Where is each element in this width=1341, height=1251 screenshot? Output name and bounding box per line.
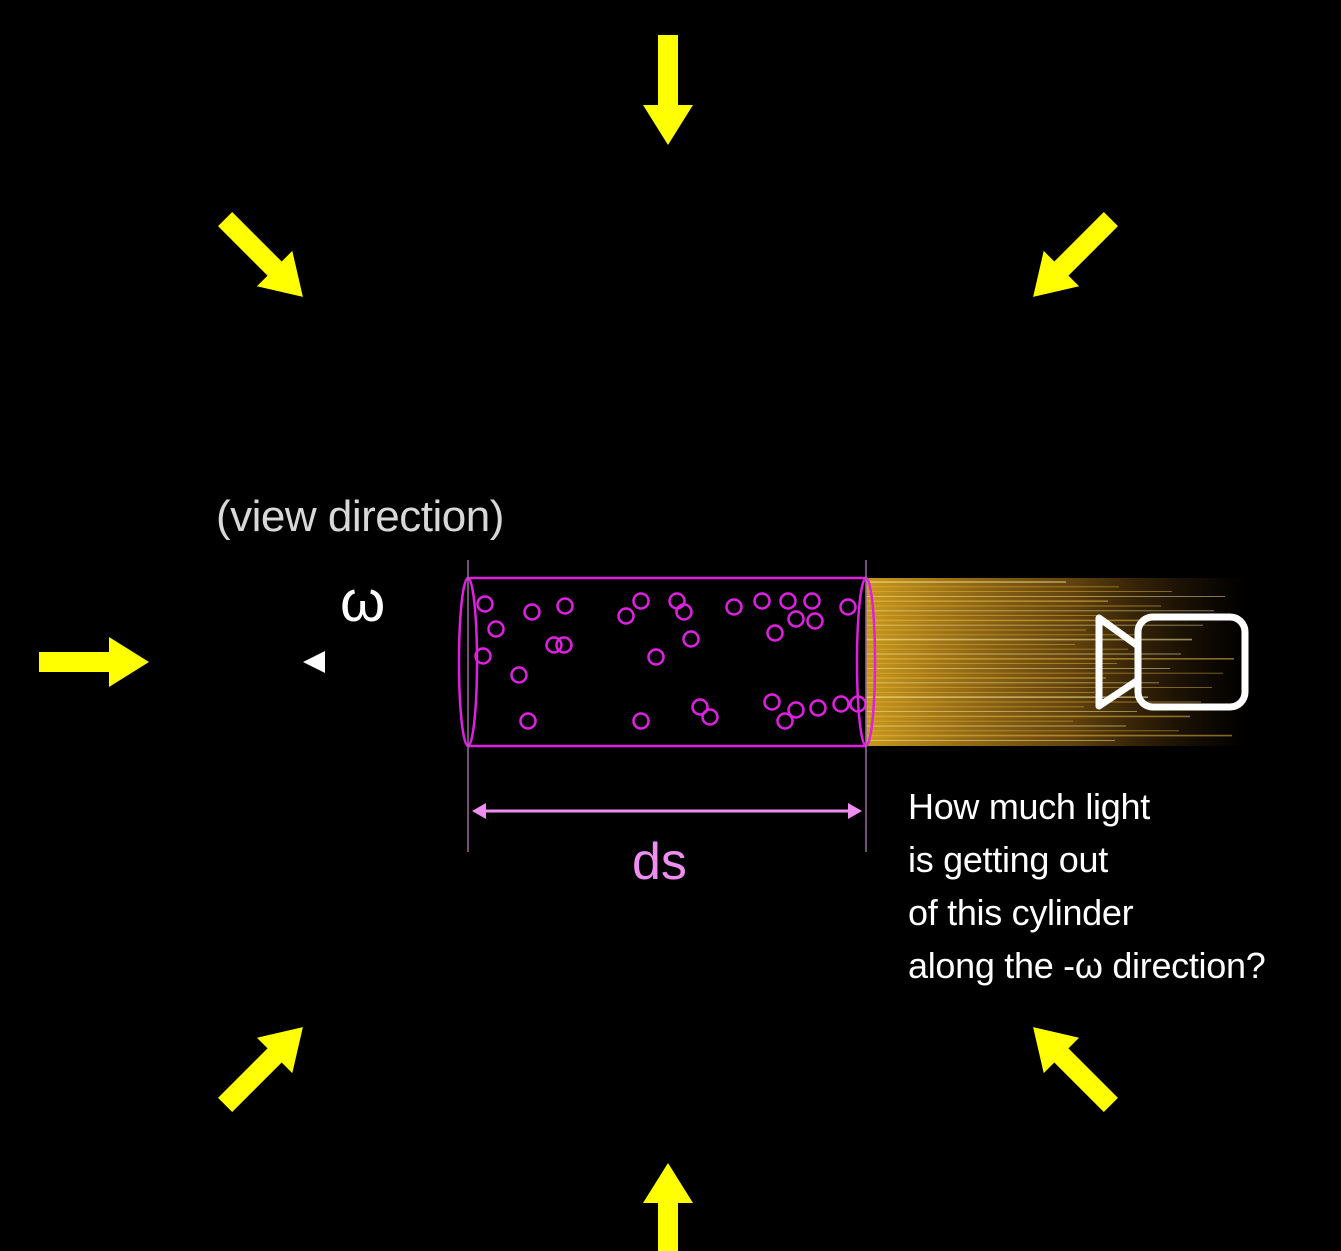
view-direction-arrow — [303, 651, 1003, 673]
particle — [691, 698, 709, 716]
question-line: along the -ω direction? — [908, 945, 1266, 986]
particle — [787, 701, 805, 719]
particle — [675, 603, 693, 621]
omega-label: ω — [340, 569, 386, 634]
particle — [523, 603, 541, 621]
particle — [701, 708, 719, 726]
particle — [487, 620, 505, 638]
particle — [668, 592, 686, 610]
particle — [832, 695, 850, 713]
ds-dimension — [467, 560, 867, 852]
particle — [555, 636, 573, 654]
particle — [519, 712, 537, 730]
particle — [787, 610, 805, 628]
particle — [617, 607, 635, 625]
particle — [776, 712, 794, 730]
particle — [763, 693, 781, 711]
arrow-icon — [643, 1163, 693, 1251]
incoming-light-arrows — [39, 35, 1118, 1251]
question-line: of this cylinder — [908, 892, 1134, 933]
particle — [809, 699, 827, 717]
particle — [766, 624, 784, 642]
arrow-icon — [1033, 1027, 1118, 1112]
particle — [753, 592, 771, 610]
question-line: is getting out — [908, 839, 1108, 880]
particle — [556, 597, 574, 615]
particle — [803, 592, 821, 610]
particle — [632, 592, 650, 610]
particle — [682, 630, 700, 648]
particle — [545, 636, 563, 654]
arrow-icon — [218, 212, 303, 297]
particle — [806, 612, 824, 630]
question-line: How much light — [908, 786, 1150, 827]
arrow-icon — [643, 35, 693, 145]
particle — [510, 666, 528, 684]
question-text: How much light is getting out of this cy… — [908, 780, 1266, 992]
ds-label: ds — [632, 833, 687, 891]
arrow-icon — [218, 1027, 303, 1112]
arrow-icon — [39, 637, 149, 687]
view-direction-label: (view direction) — [216, 492, 504, 541]
particle — [632, 712, 650, 730]
video-camera-icon — [1095, 613, 1249, 711]
particle — [476, 595, 494, 613]
scattering-particles — [474, 592, 867, 730]
particle — [779, 592, 797, 610]
particle — [839, 598, 857, 616]
particle — [725, 598, 743, 616]
arrow-icon — [1033, 212, 1118, 297]
